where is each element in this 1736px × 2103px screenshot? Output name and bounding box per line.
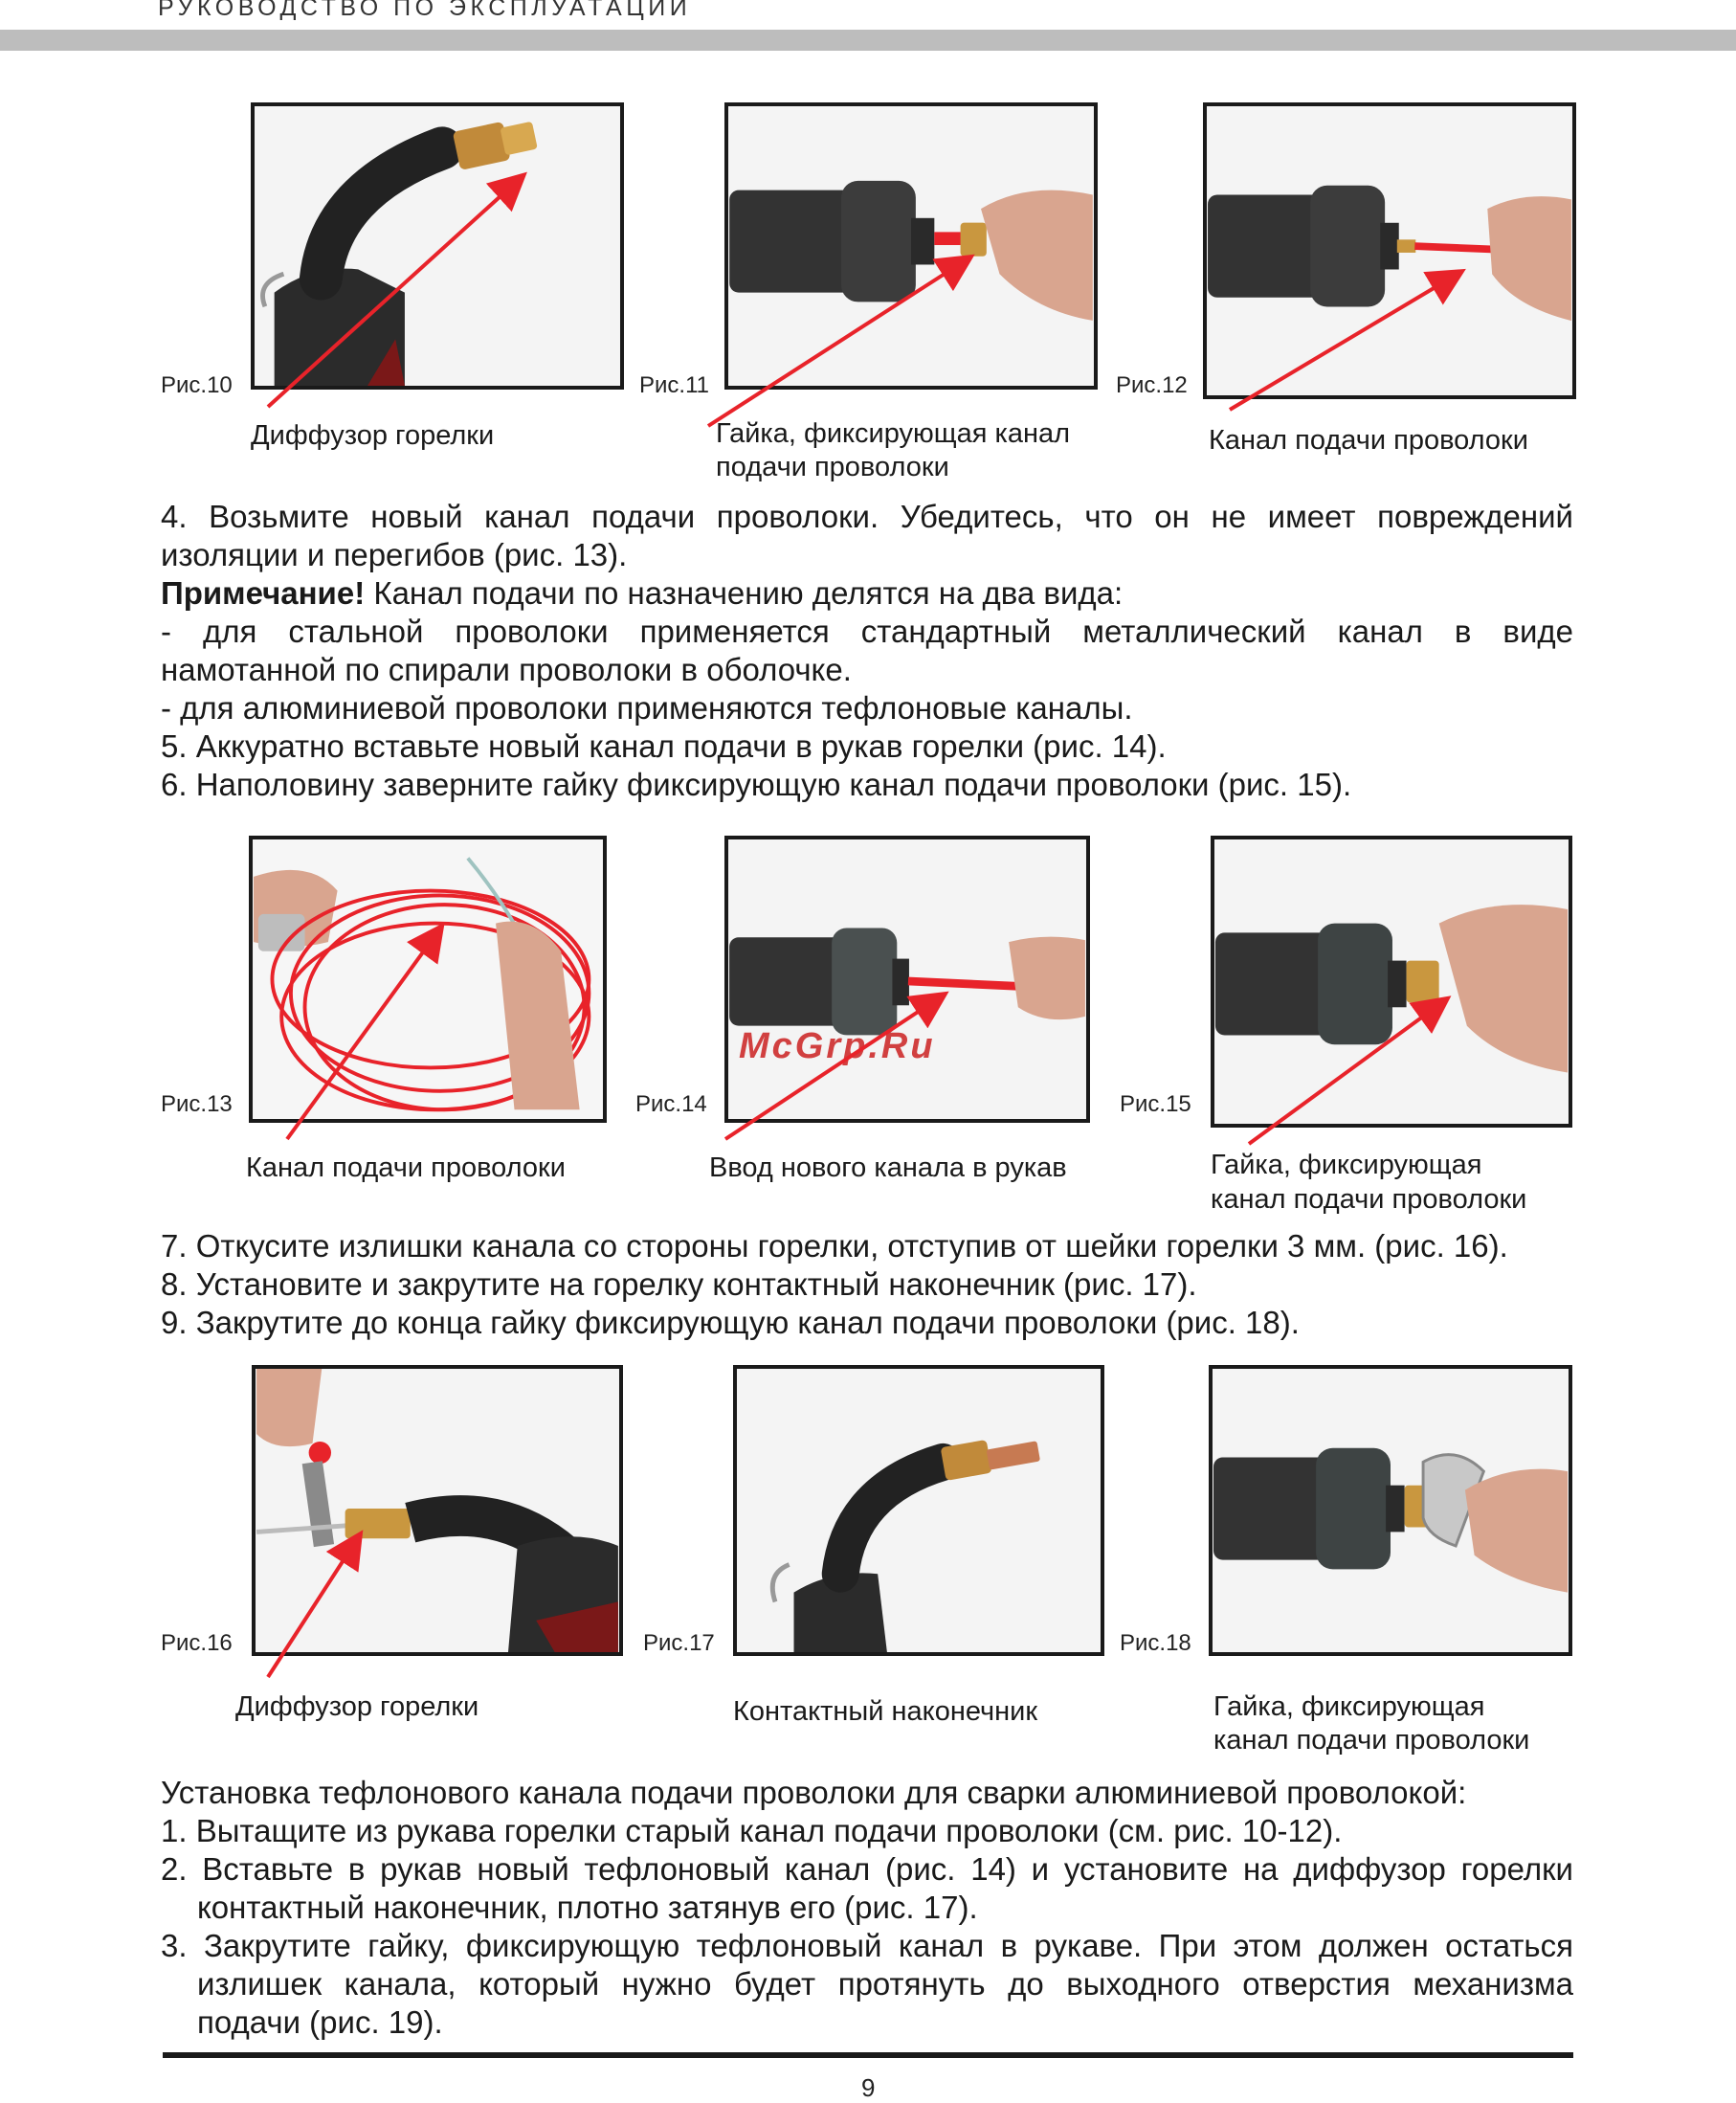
section-2-text: 7. Откусите излишки канала со стороны го… [161, 1227, 1573, 1342]
figure-17-caption: Контактный наконечник [733, 1696, 1038, 1727]
section-3-step-2-line-1: 2. Вставьте в рукав новый тефлоновый кан… [161, 1851, 1573, 1887]
figure-14-photo [724, 836, 1090, 1123]
wrench-tightening-illustration [1213, 1369, 1568, 1652]
figure-15-caption-line1: Гайка, фиксирующая [1211, 1150, 1482, 1180]
step-5: 5. Аккуратно вставьте новый канал подачи… [161, 728, 1167, 764]
figure-17-label: Рис.17 [643, 1630, 715, 1656]
figure-18-caption-line1: Гайка, фиксирующая [1213, 1691, 1485, 1722]
section-3-step-1: 1. Вытащите из рукава горелки старый кан… [161, 1813, 1343, 1848]
figure-16-photo [252, 1365, 623, 1656]
figure-13-caption: Канал подачи проволоки [246, 1152, 566, 1183]
section-3-step-3-line-3: подачи (рис. 19). [197, 2004, 443, 2040]
figure-10-caption: Диффузор горелки [251, 420, 495, 451]
page-number: 9 [861, 2073, 876, 2102]
step-8: 8. Установите и закрутите на горелку кон… [161, 1266, 1197, 1302]
note-label: Примечание! [161, 575, 366, 611]
header-bar [0, 30, 1736, 51]
section-1-text: 4. Возьмите новый канал подачи проволоки… [161, 498, 1573, 804]
step-7: 7. Откусите излишки канала со стороны го… [161, 1228, 1508, 1264]
figure-13-label: Рис.13 [161, 1091, 233, 1117]
figure-18-caption-line2: канал подачи проволоки [1213, 1725, 1530, 1756]
section-3-text: Установка тефлонового канала подачи пров… [161, 1774, 1573, 2042]
section-3-step-3-line-2: излишек канала, который нужно будет прот… [197, 1966, 1573, 2002]
nut-tightening-illustration [1214, 839, 1569, 1124]
step-4-line-1: 4. Возьмите новый канал подачи проволоки… [161, 499, 1573, 534]
figure-12-caption: Канал подачи проволоки [1209, 425, 1528, 456]
steel-line-2: намотанной по спирали проволоки в оболоч… [161, 652, 852, 687]
step-4-line-2: изоляции и перегибов (рис. 13). [161, 537, 628, 572]
figure-10-photo [251, 102, 624, 390]
figure-12-photo [1203, 102, 1576, 399]
figure-11-label: Рис.11 [639, 372, 709, 398]
note-text: Канал подачи по назначению делятся на дв… [365, 575, 1124, 611]
coiled-liner-illustration [253, 839, 603, 1119]
figure-14-caption: Ввод нового канала в рукав [709, 1152, 1067, 1183]
section-3-intro: Установка тефлонового канала подачи пров… [161, 1775, 1467, 1810]
footer-rule [163, 2052, 1573, 2058]
cutting-liner-illustration [256, 1369, 618, 1652]
aluminium-note: - для алюминиевой проволоки применяются … [161, 690, 1133, 726]
step-6: 6. Наполовину заверните гайку фиксирующу… [161, 767, 1352, 802]
figure-11-photo [724, 102, 1098, 390]
steel-line-1: - для стальной проволоки применяется ста… [161, 614, 1573, 649]
torch-liner-hand-illustration [1208, 106, 1571, 395]
figure-11-caption-line1: Гайка, фиксирующая канал [716, 418, 1071, 449]
figure-12-label: Рис.12 [1116, 372, 1188, 398]
torch-nut-hand-illustration [729, 106, 1093, 386]
figure-15-caption-line2: канал подачи проволоки [1211, 1184, 1527, 1215]
note: Примечание! Канал подачи по назначению д… [161, 574, 1573, 613]
figure-16-label: Рис.16 [161, 1630, 233, 1656]
step-9: 9. Закрутите до конца гайку фиксирующую … [161, 1305, 1300, 1340]
figure-10-label: Рис.10 [161, 372, 233, 398]
torch-diffuser-illustration [256, 106, 619, 386]
watermark: McGrp.Ru [739, 1026, 936, 1066]
figure-15-label: Рис.15 [1120, 1091, 1191, 1117]
section-3-step-3-line-1: 3. Закрутите гайку, фиксирующую тефлонов… [161, 1928, 1573, 1963]
figure-11-caption-line2: подачи проволоки [716, 452, 949, 482]
header-title: РУКОВОДСТВО ПО ЭКСПЛУАТАЦИИ [158, 0, 692, 21]
figure-15-photo [1211, 836, 1572, 1128]
liner-insertion-illustration [729, 839, 1085, 1119]
figure-18-label: Рис.18 [1120, 1630, 1191, 1656]
figure-13-photo [249, 836, 607, 1123]
section-3-step-2-line-2: контактный наконечник, плотно затянув ег… [197, 1890, 978, 1925]
figure-17-photo [733, 1365, 1104, 1656]
figure-18-photo [1209, 1365, 1572, 1656]
figure-16-caption: Диффузор горелки [235, 1691, 479, 1722]
contact-tip-illustration [738, 1369, 1100, 1652]
figure-14-label: Рис.14 [635, 1091, 707, 1117]
